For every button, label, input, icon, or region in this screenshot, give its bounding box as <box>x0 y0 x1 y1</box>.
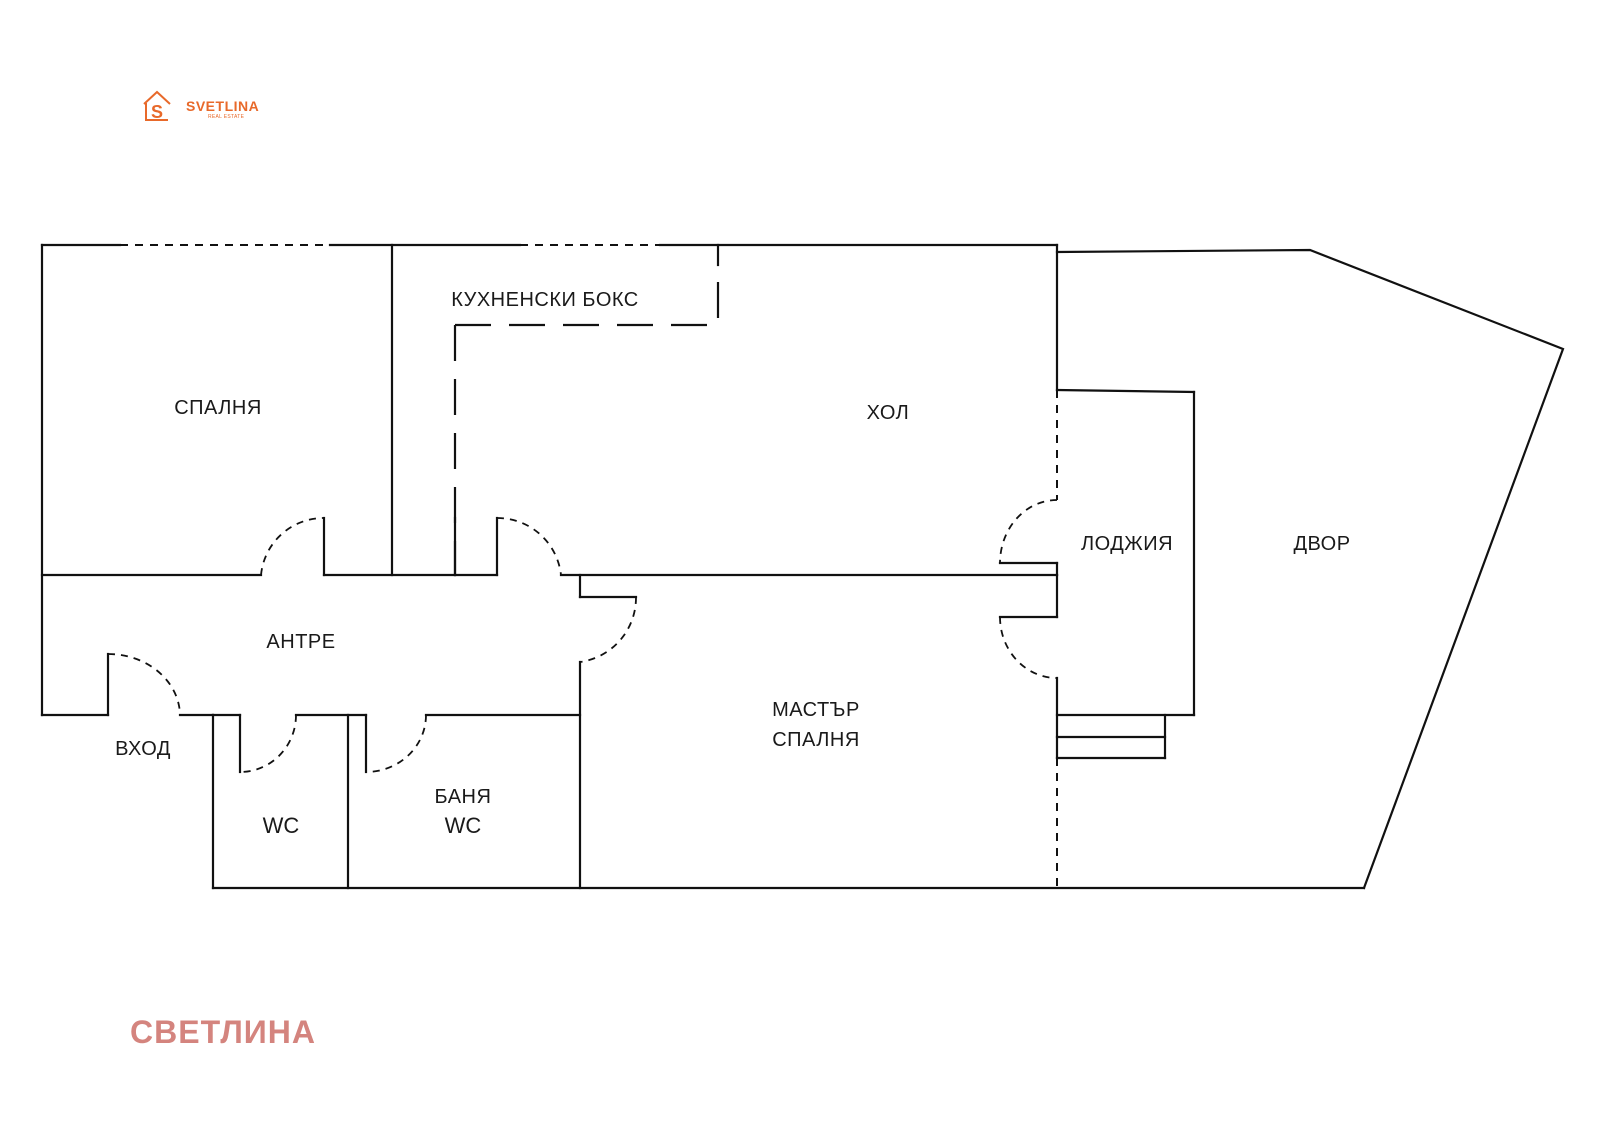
label-yard: ДВОР <box>1293 533 1350 555</box>
svg-text:S: S <box>151 102 163 122</box>
label-bathroom-wc: WC <box>445 813 482 838</box>
kitchen-outline <box>453 265 720 575</box>
logo-tagline: REAL ESTATE <box>208 114 245 120</box>
house-s-icon: S <box>143 90 171 122</box>
door-entrance <box>107 653 181 716</box>
label-kitchen: КУХНЕНСКИ БОКС <box>451 289 639 311</box>
label-loggia: ЛОДЖИЯ <box>1081 533 1173 555</box>
brand-watermark: СВЕТЛИНА <box>130 1014 316 1050</box>
door-loggia-master <box>999 616 1058 679</box>
label-master-line1: МАСТЪР <box>772 699 860 721</box>
company-logo: S SVETLINA REAL ESTATE <box>143 90 259 122</box>
label-bedroom: СПАЛНЯ <box>174 397 262 419</box>
label-entrance: ВХОД <box>115 738 171 760</box>
door-wc <box>239 714 297 773</box>
walls <box>40 243 1565 890</box>
label-wc: WC <box>263 813 300 838</box>
label-master-line2: СПАЛНЯ <box>772 729 860 751</box>
label-hallway: АНТРЕ <box>266 631 335 653</box>
logo-name: SVETLINA <box>186 98 259 114</box>
door-bathroom <box>365 714 427 773</box>
door-loggia-living <box>999 499 1058 564</box>
label-living: ХОЛ <box>867 402 910 424</box>
label-bathroom: БАНЯ <box>435 786 492 808</box>
door-master-bedroom <box>579 596 637 663</box>
door-bedroom <box>260 517 325 576</box>
door-living <box>496 517 562 576</box>
